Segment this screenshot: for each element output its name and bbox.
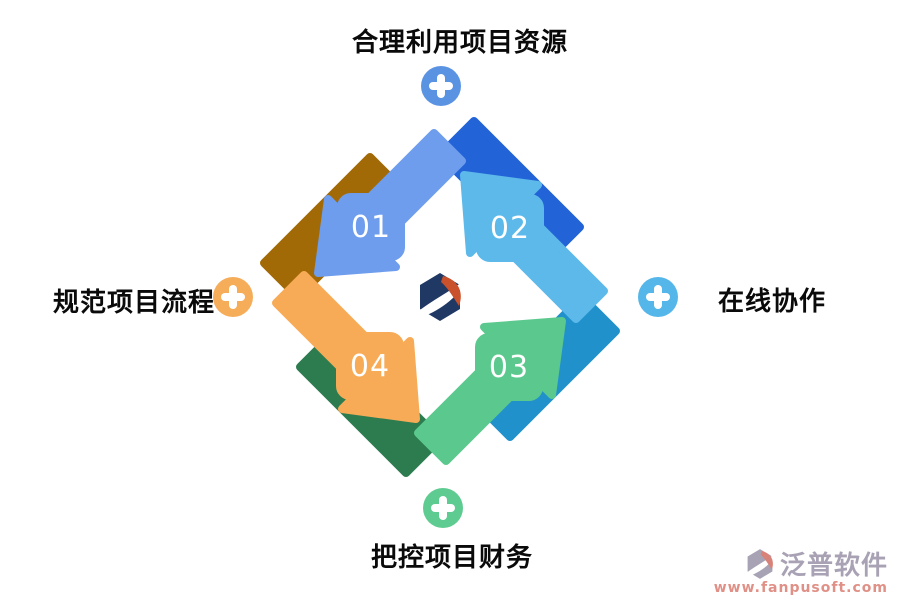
ribbon-02-arrow	[464, 175, 604, 319]
center-brand-logo	[416, 273, 466, 321]
step-number-02: 02	[490, 211, 530, 246]
step-label-bottom: 把控项目财务	[370, 543, 534, 573]
plus-icon	[423, 488, 463, 528]
plus-icon	[213, 277, 253, 317]
ribbon-03-arrow	[418, 321, 562, 461]
plus-icon	[421, 66, 461, 106]
ribbon-01-arrow	[318, 133, 462, 273]
step-number-03: 03	[489, 350, 529, 385]
plus-badge-top[interactable]	[421, 66, 461, 106]
watermark: 泛普软件 www.fanpusoft.com	[714, 545, 888, 596]
watermark-url[interactable]: www.fanpusoft.com	[713, 580, 888, 596]
plus-badge-right[interactable]	[638, 277, 678, 317]
step-label-left: 规范项目流程	[52, 288, 215, 318]
watermark-brand: 泛普软件	[779, 551, 888, 581]
watermark-logo-icon	[745, 548, 777, 579]
step-label-top: 合理利用项目资源	[351, 28, 569, 58]
ribbon-04-arrow	[276, 275, 416, 419]
cycle-diagram: 01 02 03 04	[264, 121, 616, 473]
step-label-right: 在线协作	[718, 287, 827, 317]
plus-badge-left[interactable]	[213, 277, 253, 317]
step-number-01: 01	[351, 210, 391, 245]
step-number-04: 04	[350, 349, 390, 384]
plus-badge-bottom[interactable]	[423, 488, 463, 528]
plus-icon	[638, 277, 678, 317]
